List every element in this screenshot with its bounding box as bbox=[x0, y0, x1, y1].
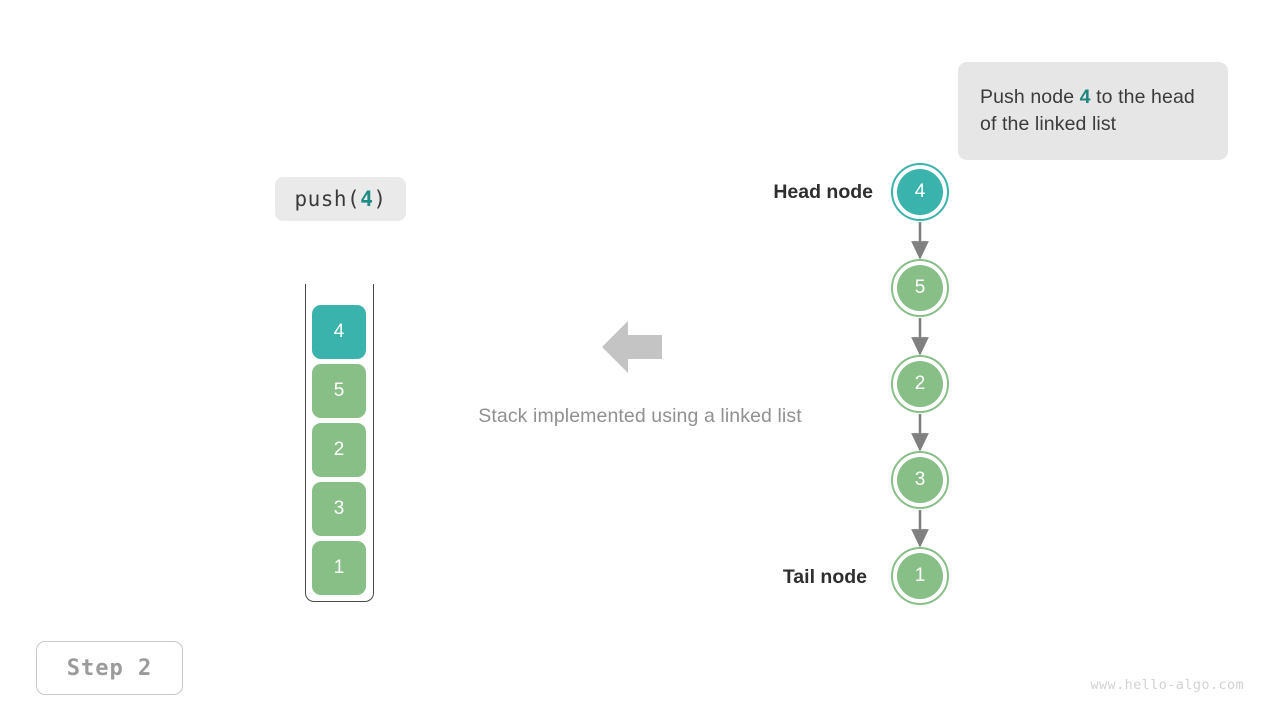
instruction-text-after: to the head of the linked list bbox=[980, 86, 1195, 135]
stack-cell: 4 bbox=[312, 305, 366, 359]
instruction-tooltip-text: Push node 4 to the head of the linked li… bbox=[980, 84, 1206, 138]
stack-cell-list: 4 5 2 3 1 bbox=[312, 305, 366, 595]
stack-cell-value: 5 bbox=[333, 380, 345, 401]
linked-list-node: 3 bbox=[891, 451, 949, 509]
node-disc bbox=[897, 169, 943, 215]
linked-list-node: 2 bbox=[891, 355, 949, 413]
node-value: 4 bbox=[914, 181, 926, 202]
stack-cell-value: 2 bbox=[333, 439, 345, 460]
instruction-tooltip: Push node 4 to the head of the linked li… bbox=[958, 62, 1228, 160]
stack-container-frame bbox=[305, 284, 374, 602]
node-outer-ring bbox=[891, 355, 949, 413]
tail-node-label: Tail node bbox=[782, 566, 867, 588]
linked-list-node: 4 bbox=[891, 163, 949, 221]
stack-cell: 1 bbox=[312, 541, 366, 595]
instruction-accent-value: 4 bbox=[1079, 86, 1091, 108]
node-value: 2 bbox=[914, 373, 926, 394]
stack-cell-value: 4 bbox=[333, 321, 345, 342]
node-value: 5 bbox=[914, 277, 926, 298]
arrow-left-icon bbox=[602, 318, 662, 376]
node-disc bbox=[897, 553, 943, 599]
linked-list-node: 1 bbox=[891, 547, 949, 605]
stack-caption: Stack implemented using a linked list bbox=[478, 405, 802, 427]
node-outer-ring bbox=[891, 259, 949, 317]
stack-cell-value: 1 bbox=[333, 557, 345, 578]
watermark: www.hello-algo.com bbox=[1090, 677, 1244, 693]
instruction-text-before: Push node bbox=[980, 86, 1080, 108]
stack-cell: 3 bbox=[312, 482, 366, 536]
stack-cell: 2 bbox=[312, 423, 366, 477]
stack-cell-value: 3 bbox=[333, 498, 345, 519]
operation-pill-text: push(4) bbox=[294, 187, 386, 211]
node-disc bbox=[897, 457, 943, 503]
node-outer-ring bbox=[891, 451, 949, 509]
node-outer-ring bbox=[891, 163, 949, 221]
node-value: 3 bbox=[914, 469, 926, 490]
node-disc bbox=[897, 361, 943, 407]
stack-cell: 5 bbox=[312, 364, 366, 418]
linked-list-node: 5 bbox=[891, 259, 949, 317]
operation-pill: push(4) bbox=[275, 177, 406, 221]
step-badge-label: Step 2 bbox=[66, 655, 153, 681]
node-outer-ring bbox=[891, 547, 949, 605]
operation-prefix: push( bbox=[294, 187, 361, 211]
head-node-label: Head node bbox=[773, 181, 873, 203]
node-disc bbox=[897, 265, 943, 311]
operation-argument: 4 bbox=[360, 187, 374, 211]
step-badge: Step 2 bbox=[36, 641, 183, 695]
operation-suffix: ) bbox=[373, 187, 387, 211]
node-value: 1 bbox=[914, 565, 926, 586]
